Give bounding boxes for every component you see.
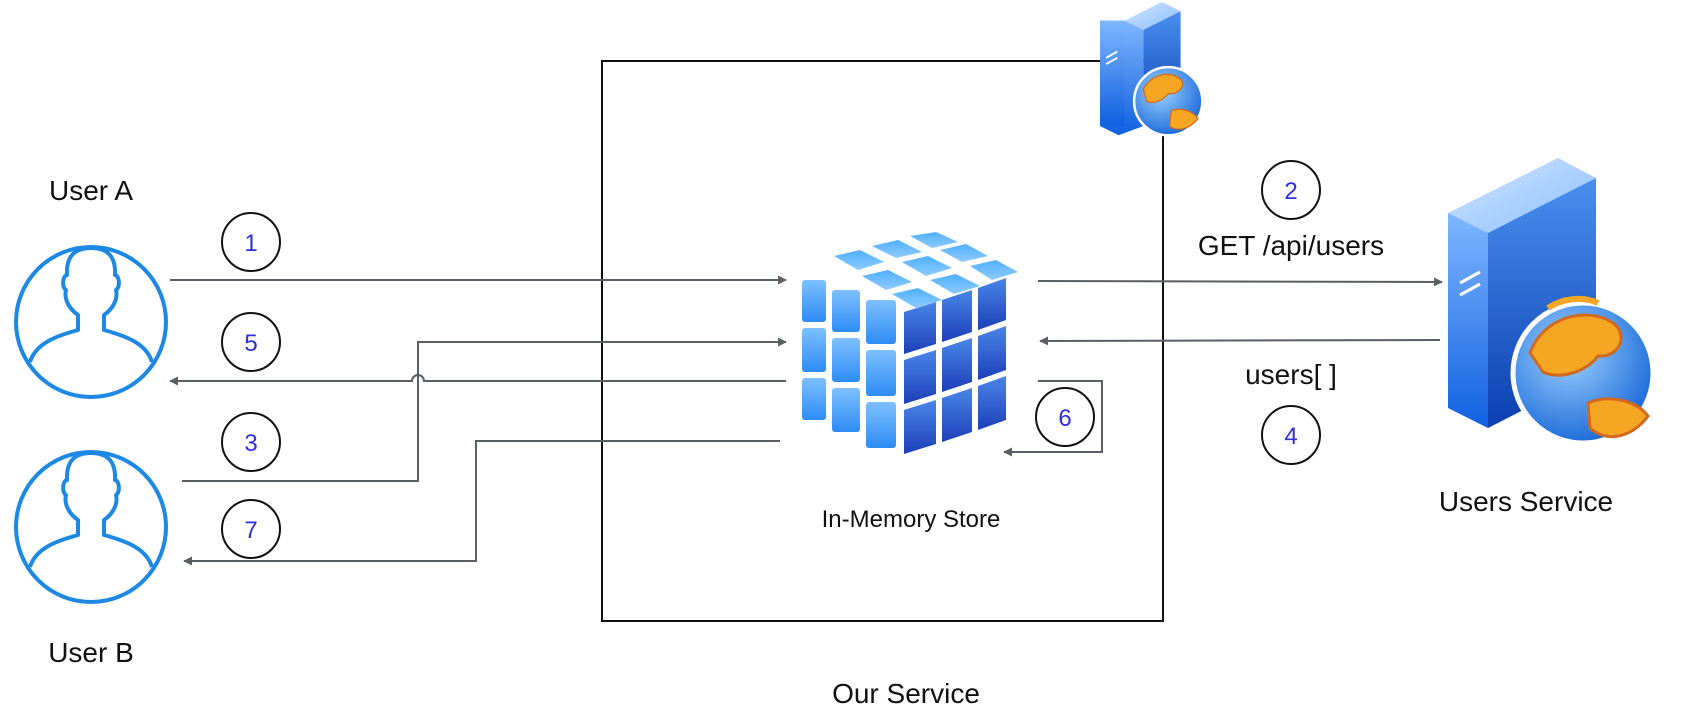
arrow-step-5 — [169, 374, 786, 386]
step-badge-6: 6 — [1035, 387, 1095, 447]
step-badge-1: 1 — [221, 212, 281, 272]
svg-text:3: 3 — [244, 430, 257, 457]
arrow-step-6 — [1003, 380, 1103, 457]
step-badge-7: 7 — [221, 499, 281, 559]
user-a-icon — [14, 245, 168, 399]
user-a-label: User A — [49, 175, 133, 206]
our-service-label: Our Service — [832, 678, 980, 709]
svg-text:5: 5 — [244, 330, 257, 357]
arrow-step-2 — [1037, 277, 1443, 287]
user-b-icon — [14, 450, 168, 604]
arrow-step-3 — [182, 337, 787, 482]
svg-text:4: 4 — [1284, 423, 1297, 450]
svg-text:6: 6 — [1058, 405, 1071, 432]
store-label: In-Memory Store — [822, 506, 1001, 533]
step-badge-4: 4 — [1261, 405, 1321, 465]
svg-text:2: 2 — [1284, 178, 1297, 205]
user-b-label: User B — [48, 637, 134, 668]
step-badge-3: 3 — [221, 412, 281, 472]
step-badge-5: 5 — [221, 312, 281, 372]
server-globe-icon — [1448, 158, 1656, 446]
arrow-step-7 — [183, 440, 780, 566]
svg-text:1: 1 — [244, 230, 257, 257]
step-badge-2: 2 — [1261, 160, 1321, 220]
users-service-label: Users Service — [1439, 486, 1613, 517]
cube-grid-icon — [802, 232, 1018, 454]
arrow-step-4 — [1039, 336, 1441, 346]
response-label: users[ ] — [1245, 359, 1337, 390]
request-label: GET /api/users — [1198, 230, 1384, 261]
svg-text:7: 7 — [244, 517, 257, 544]
server-globe-icon-small — [1100, 2, 1204, 137]
